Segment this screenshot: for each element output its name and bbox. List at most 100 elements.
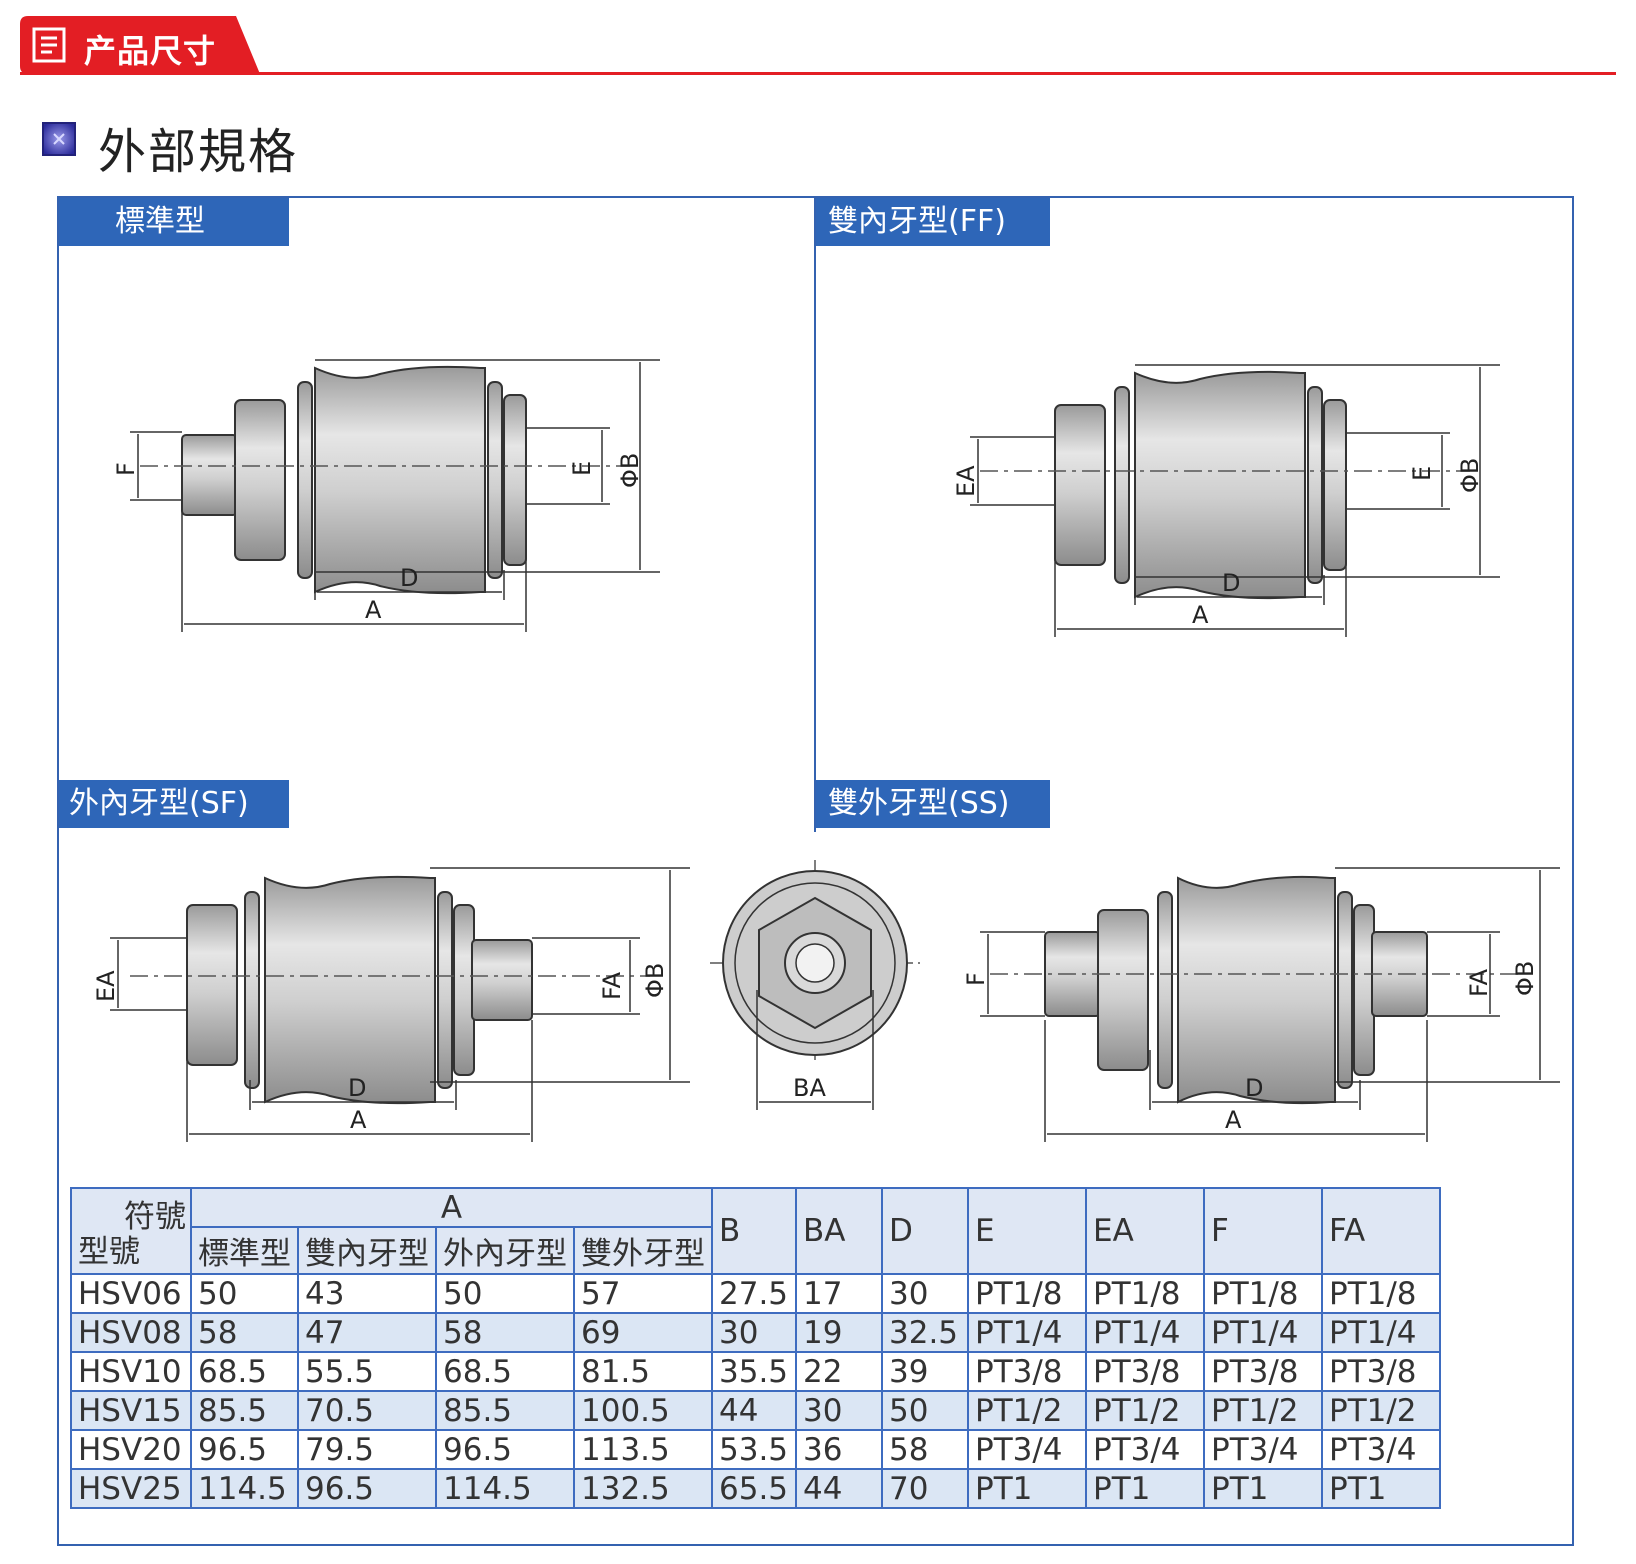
value-cell: 96.5 — [190, 1429, 299, 1470]
dim-label-a: A — [1192, 601, 1209, 629]
table-subheader-ss: 雙外牙型 — [573, 1226, 713, 1275]
value-cell: 30 — [711, 1312, 797, 1353]
drawing-double-female: EA E ΦB D A — [952, 364, 1500, 637]
value-cell: 17 — [795, 1273, 883, 1314]
value-cell: 44 — [711, 1390, 797, 1431]
value-cell: 114.5 — [435, 1468, 575, 1509]
value-cell: PT1/2 — [967, 1390, 1087, 1431]
dim-label-f: F — [112, 462, 140, 476]
panel-label-text: 雙內牙型(FF) — [828, 204, 1006, 239]
panel-label-double-female: 雙內牙型(FF) — [816, 198, 1050, 246]
table-header-fa: FA — [1321, 1187, 1441, 1275]
value-cell: PT3/8 — [967, 1351, 1087, 1392]
value-cell: 68.5 — [435, 1351, 575, 1392]
dim-label-ba: BA — [793, 1074, 826, 1102]
dim-label-ea: EA — [952, 465, 980, 497]
panel-label-double-male: 雙外牙型(SS) — [816, 780, 1050, 828]
value-cell: PT1 — [1203, 1468, 1323, 1509]
dim-label-a: A — [1225, 1106, 1242, 1134]
panel-label-text: 雙外牙型(SS) — [828, 786, 1010, 821]
value-cell: 96.5 — [297, 1468, 437, 1509]
model-cell: HSV06 — [70, 1273, 192, 1314]
value-cell: 85.5 — [190, 1390, 299, 1431]
value-cell: 50 — [435, 1273, 575, 1314]
value-cell: 19 — [795, 1312, 883, 1353]
dim-label-f: F — [962, 972, 990, 986]
dim-label-phib: ΦB — [1511, 961, 1539, 996]
dim-label-phib: ΦB — [616, 453, 644, 488]
dim-label-a: A — [365, 596, 382, 624]
corner-label-symbol: 符號 — [124, 1199, 186, 1235]
value-cell: PT3/4 — [1085, 1429, 1205, 1470]
drawing-male-female: EA FA ΦB D A — [92, 867, 690, 1142]
value-cell: 32.5 — [881, 1312, 969, 1353]
table-header-row: 符號 型號 A B BA D E EA F FA — [70, 1187, 1441, 1275]
value-cell: 58 — [435, 1312, 575, 1353]
value-cell: 70.5 — [297, 1390, 437, 1431]
value-cell: 50 — [881, 1390, 969, 1431]
value-cell: PT1/2 — [1321, 1390, 1441, 1431]
value-cell: 57 — [573, 1273, 713, 1314]
value-cell: PT1/4 — [1085, 1312, 1205, 1353]
panel-label-text: 標準型 — [115, 204, 205, 239]
table-header-e: E — [967, 1187, 1087, 1275]
value-cell: PT1/4 — [1203, 1312, 1323, 1353]
document-icon — [32, 27, 66, 63]
value-cell: PT1 — [967, 1468, 1087, 1509]
panel-divider — [814, 196, 816, 832]
section-title: 外部規格 — [98, 124, 299, 180]
dim-label-d: D — [1245, 1074, 1263, 1102]
header-tab-title: 产品尺寸 — [84, 32, 217, 70]
dim-label-d: D — [400, 564, 418, 592]
drawing-double-male: F FA ΦB D A — [962, 867, 1560, 1142]
table-subheader-ff: 雙內牙型 — [297, 1226, 437, 1275]
model-cell: HSV25 — [70, 1468, 192, 1509]
corner-label-model: 型號 — [78, 1234, 140, 1270]
value-cell: PT1/4 — [967, 1312, 1087, 1353]
value-cell: PT1/2 — [1203, 1390, 1323, 1431]
table-header-f: F — [1203, 1187, 1323, 1275]
value-cell: PT1 — [1321, 1468, 1441, 1509]
panel-label-text: 外內牙型(SF) — [69, 786, 249, 821]
value-cell: 100.5 — [573, 1390, 713, 1431]
value-cell: PT1/4 — [1321, 1312, 1441, 1353]
dim-label-d: D — [348, 1074, 366, 1102]
dim-label-d: D — [1222, 569, 1240, 597]
value-cell: 53.5 — [711, 1429, 797, 1470]
drawing-end-view: BA — [710, 860, 920, 1110]
value-cell: PT1/8 — [967, 1273, 1087, 1314]
table-subheader-sf: 外內牙型 — [435, 1226, 575, 1275]
header-tab — [20, 16, 260, 74]
value-cell: 55.5 — [297, 1351, 437, 1392]
value-cell: PT1 — [1085, 1468, 1205, 1509]
value-cell: PT3/8 — [1203, 1351, 1323, 1392]
value-cell: PT3/4 — [967, 1429, 1087, 1470]
table-corner-cell: 符號 型號 — [70, 1187, 192, 1275]
panel-label-standard: 標準型 — [59, 198, 289, 246]
table-header-a: A — [190, 1187, 713, 1228]
table-header-ba: BA — [795, 1187, 883, 1275]
dim-label-phib: ΦB — [1456, 458, 1484, 493]
value-cell: 50 — [190, 1273, 299, 1314]
value-cell: 30 — [881, 1273, 969, 1314]
value-cell: 47 — [297, 1312, 437, 1353]
value-cell: 114.5 — [190, 1468, 299, 1509]
value-cell: 65.5 — [711, 1468, 797, 1509]
table-header-d: D — [881, 1187, 969, 1275]
value-cell: PT1/8 — [1203, 1273, 1323, 1314]
value-cell: 35.5 — [711, 1351, 797, 1392]
value-cell: PT3/4 — [1321, 1429, 1441, 1470]
value-cell: 70 — [881, 1468, 969, 1509]
dim-label-e: E — [1408, 466, 1436, 481]
value-cell: PT3/4 — [1203, 1429, 1323, 1470]
dim-label-ea: EA — [92, 970, 120, 1002]
header-rule — [20, 72, 1616, 75]
section-bullet-icon — [42, 122, 76, 156]
value-cell: PT3/8 — [1085, 1351, 1205, 1392]
value-cell: 96.5 — [435, 1429, 575, 1470]
dim-label-e: E — [568, 461, 596, 476]
